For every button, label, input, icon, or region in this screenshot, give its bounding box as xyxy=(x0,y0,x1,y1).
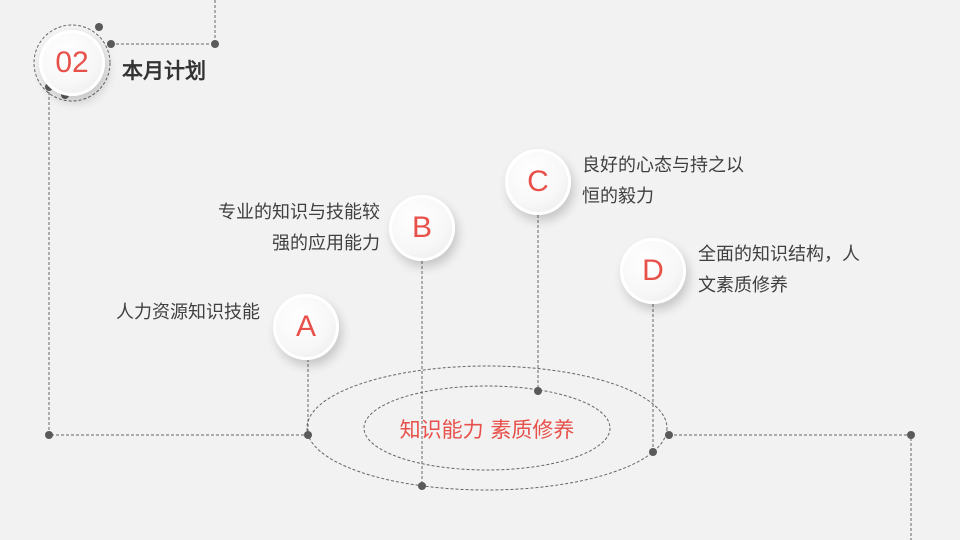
dot xyxy=(418,482,426,490)
header-ring xyxy=(33,24,111,102)
inner-ellipse xyxy=(363,385,611,471)
node-a-label: 人力资源知识技能 xyxy=(116,297,260,328)
node-d: D xyxy=(620,238,686,304)
node-letter: C xyxy=(527,165,549,198)
section-number: 02 xyxy=(55,46,89,79)
label-line: 文素质修养 xyxy=(698,275,788,296)
dot xyxy=(107,40,115,48)
node-c: C xyxy=(505,149,571,215)
node-b: B xyxy=(389,195,455,261)
dot xyxy=(45,431,53,439)
node-letter: B xyxy=(411,211,432,244)
node-letter: D xyxy=(642,254,664,287)
section-number-badge: 02 xyxy=(39,30,105,96)
outer-ellipse xyxy=(306,365,668,491)
dot xyxy=(649,448,657,456)
label-line: 强的应用能力 xyxy=(272,233,380,254)
node-d-label: 全面的知识结构，人 文素质修养 xyxy=(698,239,860,301)
dot xyxy=(211,40,219,48)
node-letter: A xyxy=(295,310,316,343)
page-title: 本月计划 xyxy=(122,59,206,83)
label-line: 良好的心态与持之以 xyxy=(582,155,744,176)
node-c-label: 良好的心态与持之以 恒的毅力 xyxy=(582,150,744,212)
dot xyxy=(534,387,542,395)
dot xyxy=(907,431,915,439)
dot xyxy=(665,431,673,439)
label-line: 人力资源知识技能 xyxy=(116,302,260,323)
label-line: 全面的知识结构，人 xyxy=(698,244,860,265)
center-title: 知识能力 素质修养 xyxy=(399,418,575,442)
label-line: 专业的知识与技能较 xyxy=(218,202,380,223)
node-a: A xyxy=(273,294,339,360)
dot xyxy=(304,431,312,439)
dot xyxy=(95,23,103,31)
node-b-label: 专业的知识与技能较 强的应用能力 xyxy=(218,197,380,259)
label-line: 恒的毅力 xyxy=(582,186,654,207)
